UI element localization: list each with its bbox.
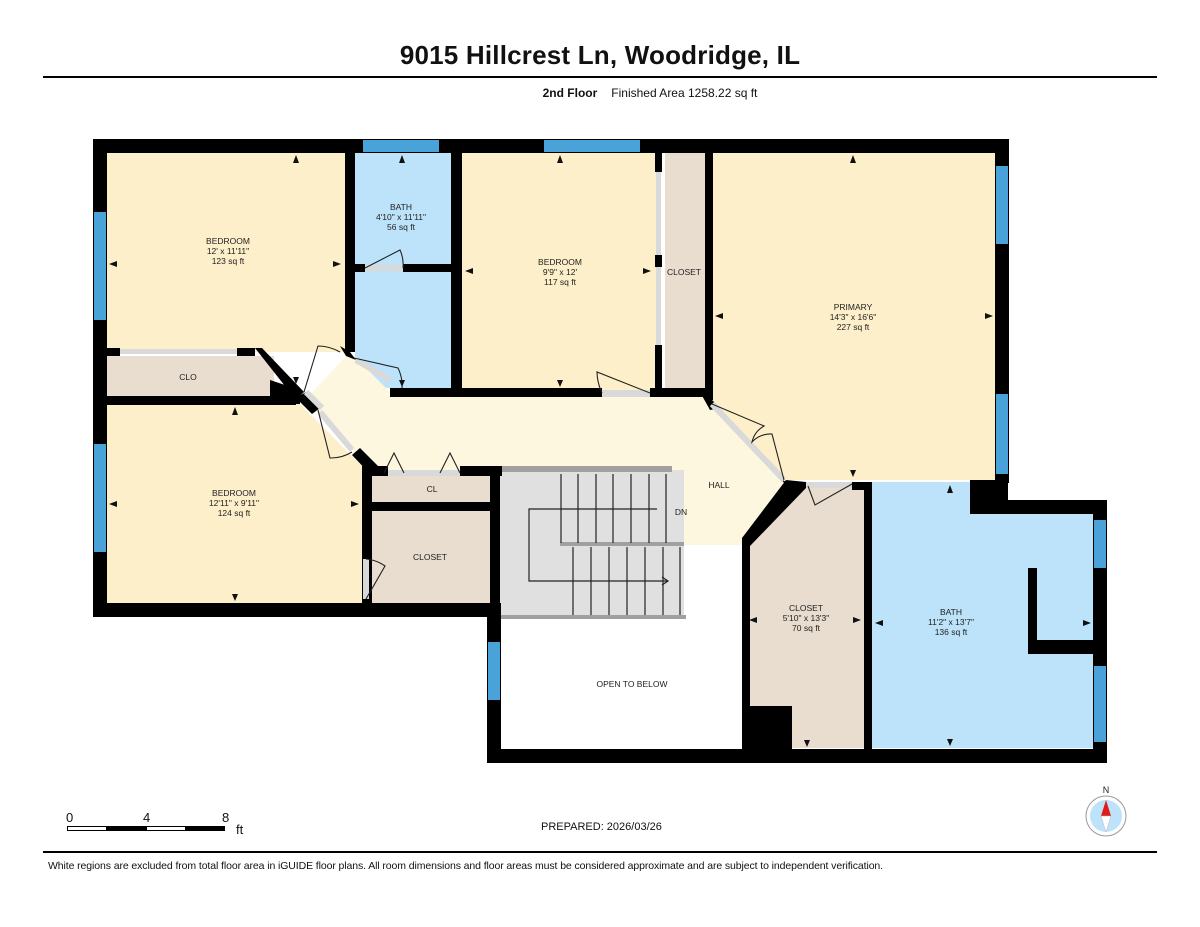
- primary-fill: [712, 152, 996, 480]
- room-fills: [106, 152, 1096, 748]
- scale-tick-4: 4: [143, 810, 151, 825]
- finished-area: Finished Area 1258.22 sq ft: [611, 86, 758, 100]
- closet-2-fill: [370, 510, 490, 604]
- bedroom-2-fill: [462, 152, 656, 390]
- compass-icon: N: [1085, 784, 1129, 840]
- doors: [120, 172, 853, 600]
- scale-segment: [67, 826, 107, 831]
- scale-tick-8: 8: [222, 810, 230, 825]
- clo-fill: [106, 356, 274, 398]
- bath-2-fill: [872, 482, 1096, 748]
- scale-unit: ft: [236, 822, 244, 837]
- staircase: [500, 466, 686, 619]
- header-divider: [43, 76, 1157, 78]
- scale-segment: [106, 826, 146, 831]
- cl-fill: [370, 476, 494, 504]
- bedroom-1-fill: [106, 152, 346, 352]
- closet-1-fill: [665, 152, 705, 390]
- compass-north-label: N: [1103, 785, 1110, 795]
- scale-segment: [146, 826, 186, 831]
- scale-bar: 0 4 8 ft: [66, 810, 266, 840]
- scale-tick-0: 0: [66, 810, 74, 825]
- floor-summary: 2nd Floor Finished Area 1258.22 sq ft: [0, 86, 1200, 100]
- scale-segment: [185, 826, 225, 831]
- floor-label: 2nd Floor: [542, 86, 598, 100]
- prepared-date: PREPARED: 2026/03/26: [541, 821, 662, 833]
- windows: [94, 140, 1106, 742]
- bedroom-3-fill: [106, 404, 362, 604]
- dimension-arrows: [109, 155, 1091, 747]
- disclaimer: White regions are excluded from total fl…: [48, 860, 883, 872]
- page-title: 9015 Hillcrest Ln, Woodridge, IL: [399, 40, 801, 70]
- footer-divider: [43, 851, 1157, 853]
- closet-3-fill: [746, 488, 864, 748]
